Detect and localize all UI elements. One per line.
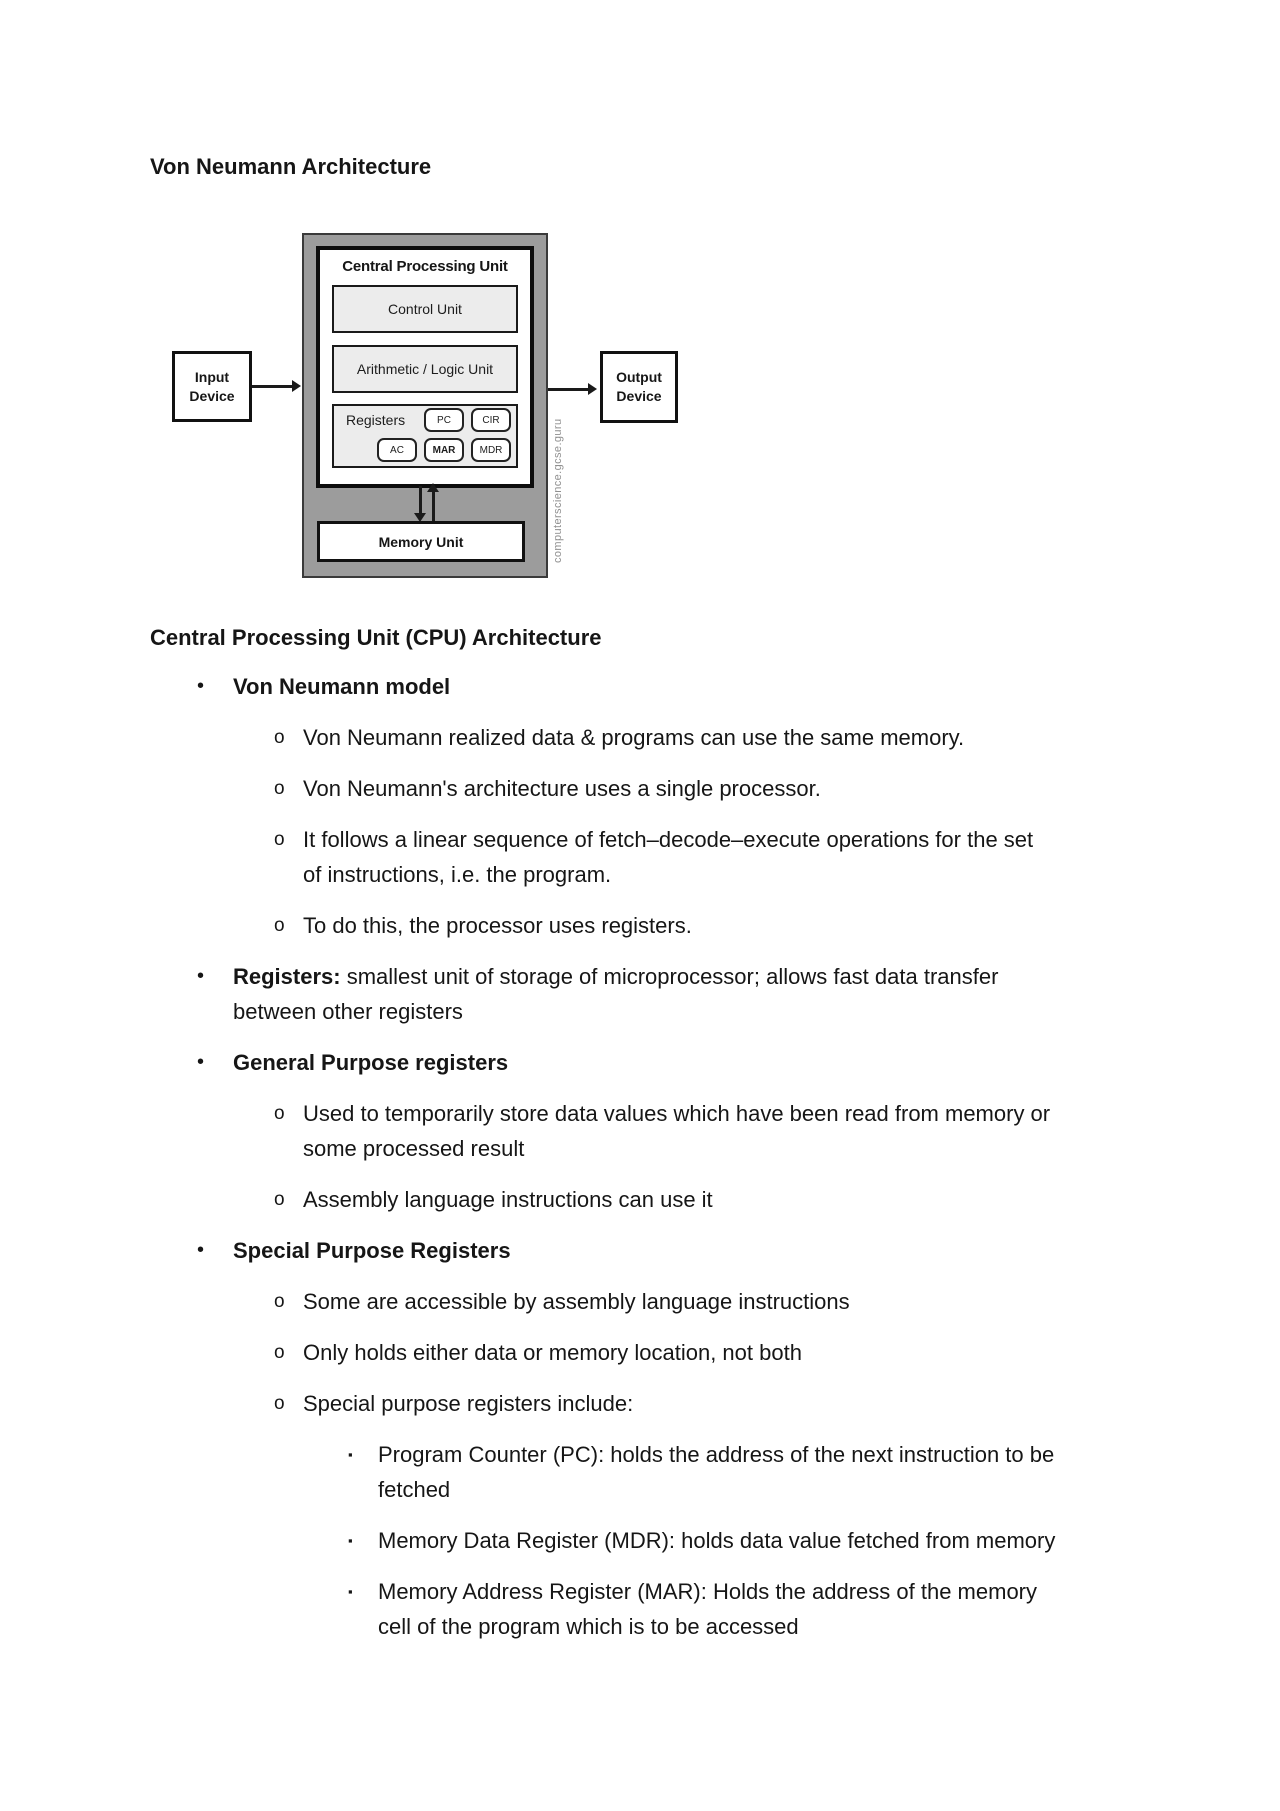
output-device-box: Output Device	[600, 351, 678, 423]
bullet-marker: ▪	[348, 1533, 353, 1548]
cpu-to-memory-arrow	[419, 486, 422, 514]
registers-label: Registers	[346, 412, 406, 428]
registers-box: Registers PC CIR AC MAR MDR	[332, 404, 518, 468]
register-ac: AC	[377, 438, 417, 462]
list-item: •Special Purpose Registers	[150, 1233, 1230, 1268]
bullet-marker: ▪	[348, 1447, 353, 1462]
von-neumann-diagram: Input Device Central Processing Unit Con…	[148, 233, 1148, 578]
page-title: Von Neumann Architecture	[150, 154, 432, 179]
bullet-marker: o	[274, 778, 285, 799]
section-heading: Central Processing Unit (CPU) Architectu…	[150, 625, 602, 650]
bullet-marker: o	[274, 1393, 285, 1414]
register-mdr: MDR	[471, 438, 511, 462]
bullet-marker: ▪	[348, 1584, 353, 1599]
cpu-box: Central Processing Unit Control Unit Ari…	[316, 246, 534, 488]
list-item: ▪Program Counter (PC): holds the address…	[150, 1437, 1230, 1507]
bullet-marker: o	[274, 1291, 285, 1312]
arrow-right-icon	[588, 383, 597, 395]
list-item: •Von Neumann model	[150, 669, 1230, 704]
list-item: ▪Memory Data Register (MDR): holds data …	[150, 1523, 1230, 1558]
bullet-marker: •	[197, 1239, 205, 1261]
bullet-marker: o	[274, 915, 285, 936]
memory-unit-box: Memory Unit	[317, 521, 525, 562]
watermark-text: computerscience.gcse.guru	[552, 418, 564, 563]
bullet-marker: •	[197, 965, 205, 987]
arrow-right-icon	[292, 380, 301, 392]
bullet-marker: •	[197, 1051, 205, 1073]
register-cir: CIR	[471, 408, 511, 432]
bullet-marker: o	[274, 727, 285, 748]
bullet-marker: •	[197, 675, 205, 697]
list-item: ▪Memory Address Register (MAR): Holds th…	[150, 1574, 1230, 1644]
register-mar: MAR	[424, 438, 464, 462]
alu-box: Arithmetic / Logic Unit	[332, 345, 518, 393]
bullet-marker: o	[274, 829, 285, 850]
register-pc: PC	[424, 408, 464, 432]
arrow-up-icon	[427, 483, 439, 492]
cpu-to-output-arrow	[548, 388, 588, 391]
input-to-cpu-arrow	[252, 385, 292, 388]
cpu-title: Central Processing Unit	[342, 258, 508, 275]
bullet-marker: o	[274, 1103, 285, 1124]
list-item: •Registers: smallest unit of storage of …	[150, 959, 1230, 1029]
list-item: •General Purpose registers	[150, 1045, 1230, 1080]
input-device-box: Input Device	[172, 351, 252, 422]
control-unit-box: Control Unit	[332, 285, 518, 333]
bullet-marker: o	[274, 1342, 285, 1363]
bullet-marker: o	[274, 1189, 285, 1210]
arrow-down-icon	[414, 513, 426, 522]
memory-to-cpu-arrow	[432, 492, 435, 521]
